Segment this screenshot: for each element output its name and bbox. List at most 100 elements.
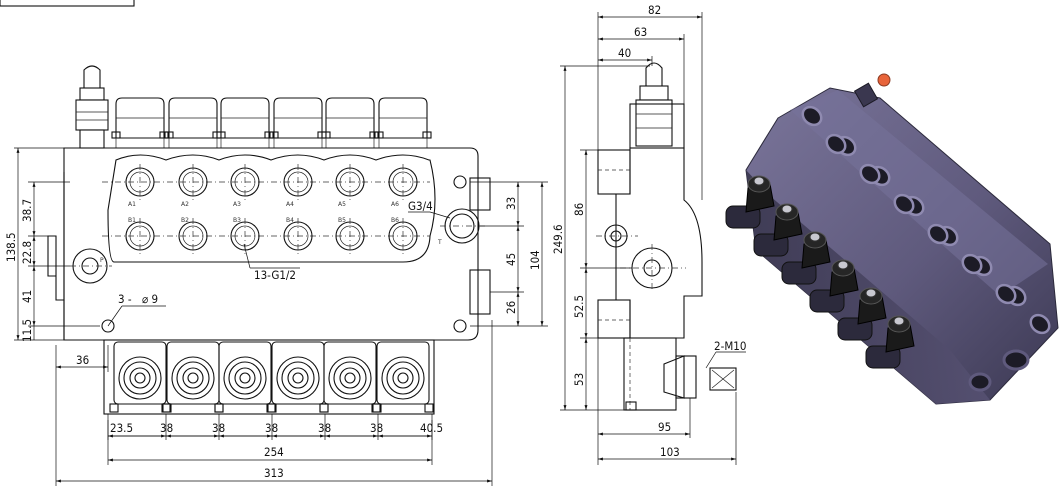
top-cap (111, 97, 169, 148)
port-holes-3d (801, 105, 1051, 335)
port-hole (825, 133, 847, 155)
port-a (230, 164, 260, 200)
g34-leader (429, 211, 451, 219)
dim-41-text: 41 (20, 290, 34, 303)
label-hole-count: 3 - (118, 292, 132, 306)
side-dims-top: 82 63 40 (597, 3, 703, 200)
port-hole (961, 253, 983, 275)
dim-82-text: 82 (648, 3, 661, 17)
dim-38-7-text: 38.7 (20, 199, 34, 222)
top-cap (216, 97, 274, 148)
relief-valve (75, 65, 109, 149)
spool-knob (725, 175, 775, 229)
port-hole (801, 105, 823, 127)
dim-36-text: 36 (76, 353, 89, 367)
spool-knob (837, 287, 887, 341)
label-thread: 2-M10 (714, 339, 746, 353)
port-label-b: B2 (181, 217, 189, 224)
port-label-a: A4 (286, 201, 294, 208)
label-g34: G3/4 (408, 199, 433, 213)
title-block-fragment (0, 0, 135, 7)
dim-313-text: 313 (264, 466, 284, 480)
port-a (335, 164, 365, 200)
bottom-spool (319, 341, 381, 413)
dim-26-text: 26 (504, 301, 518, 314)
dim-249-6-text: 249.6 (551, 224, 565, 254)
port-label-b: B5 (338, 217, 346, 224)
port-b (283, 218, 313, 254)
dims-right: 33 45 26 104 (470, 181, 548, 327)
port-hole (927, 223, 949, 245)
relief-cap-icon (877, 73, 891, 87)
valve-3d-render (725, 73, 1059, 405)
top-cap (164, 97, 222, 148)
dim-11-5-text: 11.5 (20, 319, 34, 342)
port-labels-a: A1 A2 A3 A4 A5 A6 (128, 201, 399, 208)
top-cap (321, 97, 379, 148)
label-hole-dia: ⌀ 9 (142, 292, 158, 306)
spool-knob (865, 315, 915, 369)
dim-bottom-text: 38 (370, 421, 383, 435)
dim-254: 254 (107, 420, 433, 465)
dim-95-text: 95 (658, 420, 671, 434)
dim-103-text: 103 (660, 445, 680, 459)
port-label-a: A6 (391, 201, 399, 208)
dims-left: 138.5 38.7 22.8 41 11.5 (4, 147, 100, 342)
dim-bottom-text: 38 (318, 421, 331, 435)
bottom-spool (267, 341, 329, 413)
port-label-a: A5 (338, 201, 346, 208)
dim-104-text: 104 (528, 250, 542, 270)
side-dims-bottom: 95 103 (597, 338, 737, 465)
spool-knob (781, 231, 831, 285)
top-cap (269, 97, 327, 148)
dim-bottom-text: 38 (160, 421, 173, 435)
label-ports: 13-G1/2 (254, 268, 296, 282)
bottom-spool (109, 341, 171, 413)
dim-45-text: 45 (504, 253, 518, 266)
top-caps (111, 97, 432, 148)
port-a (388, 164, 418, 200)
port-label-b: B1 (128, 217, 136, 224)
port-label-b: B3 (233, 217, 241, 224)
dim-40-text: 40 (618, 46, 631, 60)
ports-b (125, 218, 418, 254)
port-hole (1029, 313, 1051, 335)
spool-knobs-3d (725, 175, 915, 369)
dim-53-text: 53 (572, 373, 586, 386)
port-a (125, 164, 155, 200)
dim-36: 36 (56, 345, 109, 372)
port-hole (893, 193, 915, 215)
port-b (335, 218, 365, 254)
bottom-spool (214, 341, 276, 413)
ports-a (125, 164, 418, 200)
spool-knob (753, 203, 803, 257)
dim-22-8-text: 22.8 (20, 241, 34, 264)
port-label-b: B4 (286, 217, 294, 224)
dim-bottom-text: 40.5 (420, 421, 443, 435)
dim-86-text: 86 (572, 203, 586, 216)
port-b (388, 218, 418, 254)
dim-bottom-text: 38 (265, 421, 278, 435)
port-label-b: B6 (391, 217, 399, 224)
port-hole (859, 163, 881, 185)
port-label-a: A1 (128, 201, 136, 208)
dim-313: 313 (55, 320, 493, 486)
valve-body-outline (47, 147, 491, 341)
port-a (283, 164, 313, 200)
port-label-a: A2 (181, 201, 189, 208)
bottom-spool (372, 341, 434, 413)
side-view: 2-M10 82 63 40 86 249.6 5 (551, 3, 746, 465)
side-dims-left: 86 249.6 52.5 53 (551, 65, 650, 411)
port-label-a: A3 (233, 201, 241, 208)
port-b (125, 218, 155, 254)
dim-bottom-text: 23.5 (110, 421, 133, 435)
port-b (178, 218, 208, 254)
label-p: P (100, 257, 104, 264)
port-labels-b: B1 B2 B3 B4 B5 B6 (128, 217, 399, 224)
port-a (178, 164, 208, 200)
dim-33-text: 33 (504, 197, 518, 210)
bottom-spools (103, 339, 435, 415)
